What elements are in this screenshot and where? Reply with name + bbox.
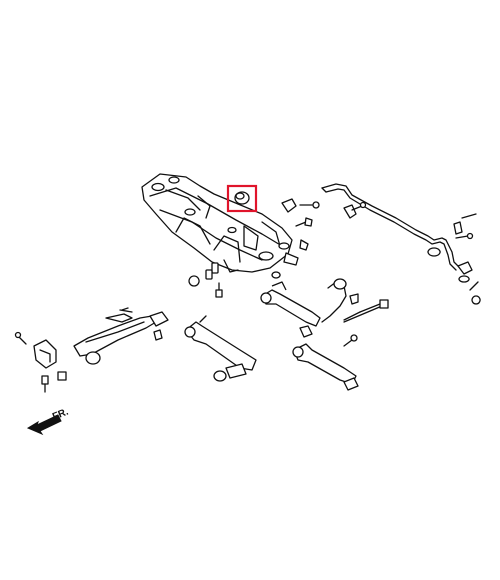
- rear-subframe: [141, 173, 293, 273]
- middle-link: [184, 315, 257, 382]
- trailing-arm: [73, 307, 169, 365]
- knuckle-bracket: [14, 331, 67, 393]
- upper-lateral-link: [260, 281, 321, 338]
- bushing-set-upper: [281, 198, 320, 266]
- subframe-mount-hardware: [188, 217, 313, 298]
- stabilizer-bar: [321, 183, 481, 305]
- toe-link-arm: [321, 278, 389, 323]
- front-label: FR.: [51, 406, 70, 422]
- front-direction-arrow: FR.: [26, 406, 70, 436]
- highlighted-bushing: [226, 184, 258, 213]
- lower-lateral-link: [292, 334, 359, 391]
